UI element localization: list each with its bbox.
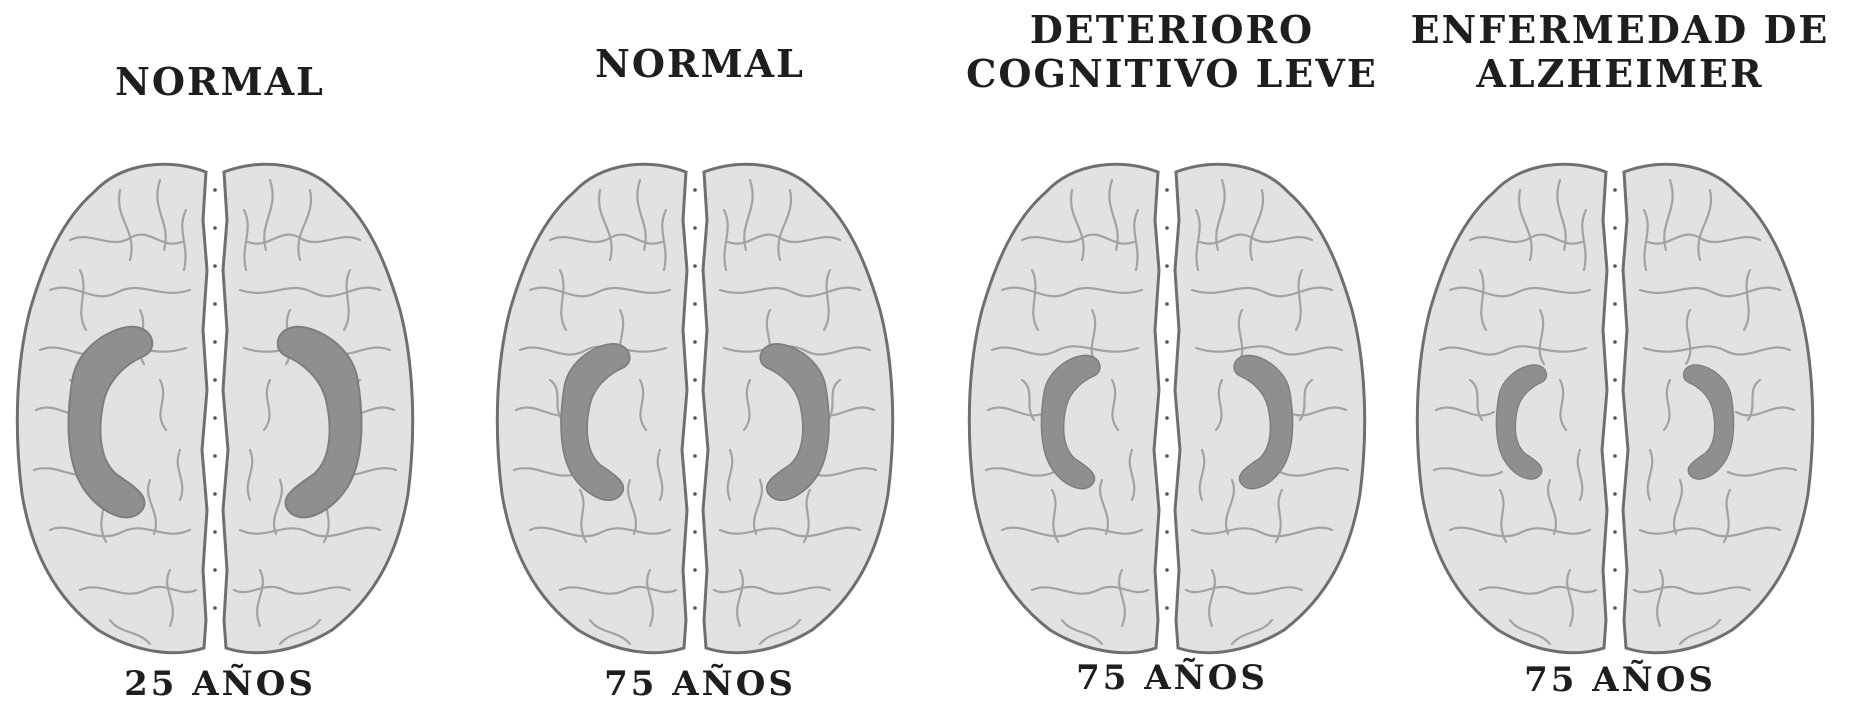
midline-texture	[693, 188, 697, 610]
panel-title-line: ENFERMEDAD DE	[1390, 8, 1850, 52]
age-label: 75 AÑOS	[1390, 660, 1850, 700]
panel-title: NORMAL	[0, 60, 450, 104]
panel-title: ENFERMEDAD DE ALZHEIMER	[1390, 8, 1850, 96]
age-label: 25 AÑOS	[0, 664, 450, 704]
panel-title: DETERIORO COGNITIVO LEVE	[942, 8, 1402, 96]
panel-title-line: NORMAL	[470, 42, 930, 86]
panel-title-line: ALZHEIMER	[1390, 52, 1850, 96]
brain-illustration	[10, 150, 430, 660]
panel-title-line: NORMAL	[0, 60, 450, 104]
panel-normal-25: NORMAL 25 AÑOS	[0, 0, 450, 715]
midline-texture	[1165, 188, 1169, 610]
panel-normal-75: NORMAL 75 AÑOS	[470, 0, 930, 715]
panel-title-line: COGNITIVO LEVE	[942, 52, 1402, 96]
panel-title-line: DETERIORO	[942, 8, 1402, 52]
brain-illustration	[490, 150, 910, 660]
midline-texture	[1613, 188, 1617, 610]
midline-texture	[213, 188, 217, 610]
panel-alzheimer: ENFERMEDAD DE ALZHEIMER 75 AÑOS	[1390, 0, 1850, 715]
panel-mild-cognitive-impairment: DETERIORO COGNITIVO LEVE 75 AÑOS	[942, 0, 1402, 715]
panel-title: NORMAL	[470, 42, 930, 86]
brain-illustration	[1410, 150, 1830, 660]
age-label: 75 AÑOS	[942, 658, 1402, 698]
age-label: 75 AÑOS	[470, 664, 930, 704]
brain-illustration	[962, 150, 1382, 660]
